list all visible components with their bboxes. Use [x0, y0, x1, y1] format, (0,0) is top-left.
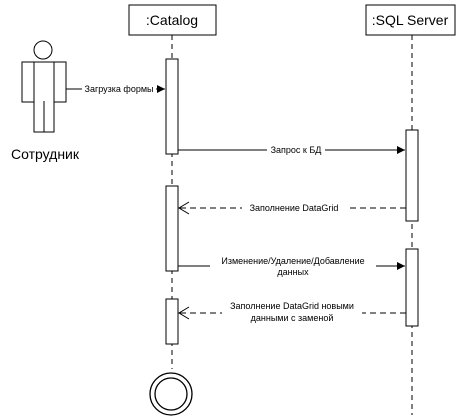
message-4-label-bg [210, 256, 376, 277]
message-2-label-bg [267, 144, 325, 155]
message-4-label-line1: Изменение/Удаление/Добавление [221, 256, 364, 266]
message-1-label-bg [82, 83, 156, 94]
message-5-label-line1: Заполнение DataGrid новыми [230, 301, 354, 311]
message-5-arrowhead [178, 306, 190, 320]
activation-sql-2 [405, 248, 419, 327]
message-3-label: Заполнение DataGrid [250, 203, 339, 213]
activation-catalog-3 [165, 298, 179, 345]
final-state-icon [149, 372, 193, 416]
lifeline-sql-server [365, 4, 456, 415]
actor-employee [21, 40, 67, 133]
message-5-label-line2: данными с заменой [251, 313, 334, 323]
message-5-label-bg [222, 300, 362, 325]
message-2-label: Запрос к БД [271, 145, 322, 155]
lifeline-sql-title: :SQL Server [372, 12, 449, 28]
message-3-label-bg [242, 202, 346, 213]
message-3-arrowhead [178, 201, 190, 215]
activation-sql-1 [405, 129, 419, 222]
message-4-label-line2: данных [277, 267, 309, 277]
activation-catalog-2 [165, 185, 179, 272]
actor-label: Сотрудник [11, 146, 80, 162]
message-1-label: Загрузка формы [85, 84, 154, 94]
lifeline-catalog-title: :Catalog [146, 12, 198, 28]
activation-catalog-1 [165, 58, 179, 155]
lifeline-sql-header [365, 4, 456, 36]
